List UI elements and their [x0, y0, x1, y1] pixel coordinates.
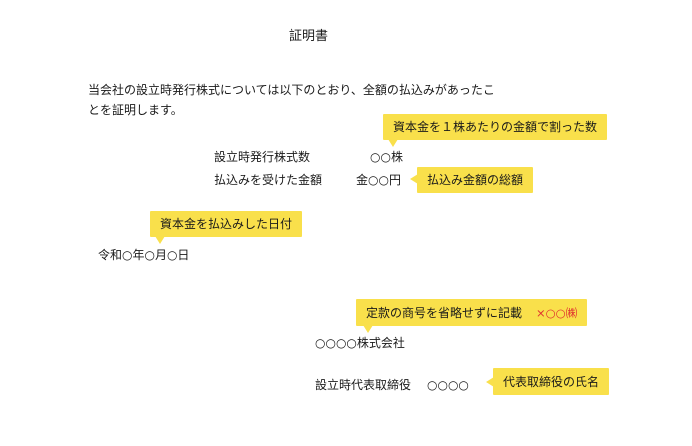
- company-callout-pointer: [363, 325, 373, 333]
- date-callout-pointer: [155, 236, 165, 244]
- paragraph-line-1: 当会社の設立時発行株式については以下のとおり、全額の払込みがあったこ: [88, 83, 495, 97]
- representative-callout-pointer: [486, 377, 494, 387]
- representative-callout: 代表取締役の氏名: [493, 368, 610, 395]
- shares-label: 設立時発行株式数: [214, 150, 311, 164]
- company-callout-text: 定款の商号を省略せずに記載: [366, 305, 523, 320]
- amount-callout: 払込み金額の総額: [417, 167, 534, 193]
- paragraph-line-2: とを証明します。: [88, 103, 183, 117]
- shares-callout: 資本金を１株あたりの金額で割った数: [383, 114, 608, 140]
- company-callout: 定款の商号を省略せずに記載 ×○○㈱: [356, 299, 588, 326]
- representative-name: ○○○○: [427, 378, 469, 392]
- company-name: ○○○○株式会社: [315, 336, 405, 350]
- shares-callout-pointer: [388, 139, 398, 147]
- shares-callout-text: 資本金を１株あたりの金額で割った数: [393, 120, 598, 134]
- amount-callout-pointer: [410, 174, 418, 184]
- date-callout-text: 資本金を払込みした日付: [160, 217, 293, 231]
- shares-value: ○○株: [370, 150, 403, 164]
- date-callout: 資本金を払込みした日付: [150, 211, 303, 237]
- amount-value: 金○○円: [356, 173, 401, 187]
- company-callout-bad-example: ×○○㈱: [536, 305, 578, 320]
- amount-callout-text: 払込み金額の総額: [427, 173, 524, 187]
- representative-callout-text: 代表取締役の氏名: [503, 374, 600, 389]
- issue-date: 令和○年○月○日: [98, 248, 190, 262]
- document-title: 証明書: [289, 29, 329, 44]
- representative-label: 設立時代表取締役: [315, 378, 412, 392]
- amount-label: 払込みを受けた金額: [214, 173, 323, 187]
